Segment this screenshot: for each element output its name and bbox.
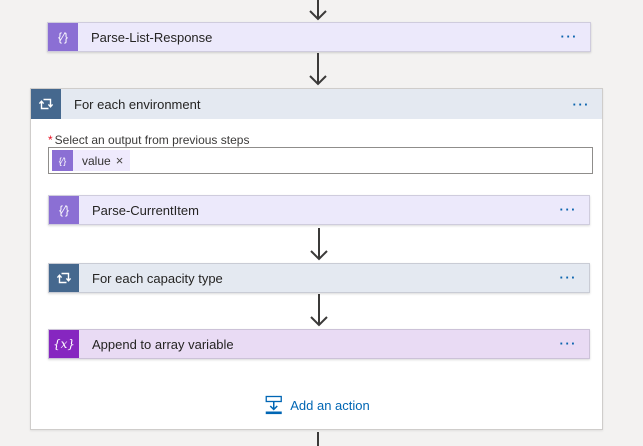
more-options-icon[interactable]: ··· [559,336,577,351]
connector-arrow-1 [305,53,331,87]
variable-icon: {x} [49,330,79,358]
token-close-icon[interactable]: × [115,153,124,168]
output-select-label-text: Select an output from previous steps [54,133,250,147]
action-card-for-each-capacity-type[interactable]: For each capacity type ··· [48,263,590,293]
connector-arrow-3 [306,294,332,328]
parse-json-icon: {⁄} [49,196,79,224]
parse-json-icon: {⁄} [48,23,78,51]
action-card-parse-currentitem[interactable]: {⁄} Parse-CurrentItem ··· [48,195,590,225]
connector-arrow-top [305,0,331,22]
required-marker: * [48,133,53,147]
token-label: value [82,153,111,168]
dynamic-content-token[interactable]: {⁄} value × [52,150,131,171]
more-options-icon[interactable]: ··· [560,29,578,44]
add-action-icon [263,395,283,415]
connector-stub-bottom [317,432,319,446]
add-action-label: Add an action [290,397,370,413]
action-title: Parse-List-Response [91,29,213,45]
action-title: Parse-CurrentItem [92,202,199,218]
output-select-input[interactable]: {⁄} value × [48,147,593,174]
more-options-icon[interactable]: ··· [572,96,590,112]
foreach-environment-scope: For each environment ··· *Select an outp… [30,88,603,430]
for-each-icon [31,89,61,119]
for-each-icon [49,264,79,292]
parse-json-icon: {⁄} [52,150,73,171]
output-select-label: *Select an output from previous steps [48,133,249,147]
connector-arrow-2 [306,228,332,262]
action-card-parse-list-response[interactable]: {⁄} Parse-List-Response ··· [47,22,591,52]
more-options-icon[interactable]: ··· [559,270,577,285]
scope-title: For each environment [74,96,201,112]
more-options-icon[interactable]: ··· [559,202,577,217]
scope-header-for-each-environment[interactable]: For each environment ··· [31,89,602,119]
action-title: For each capacity type [92,270,223,286]
add-action-button[interactable]: Add an action [263,395,370,415]
action-card-append-to-array-variable[interactable]: {x} Append to array variable ··· [48,329,590,359]
action-title: Append to array variable [92,336,234,352]
